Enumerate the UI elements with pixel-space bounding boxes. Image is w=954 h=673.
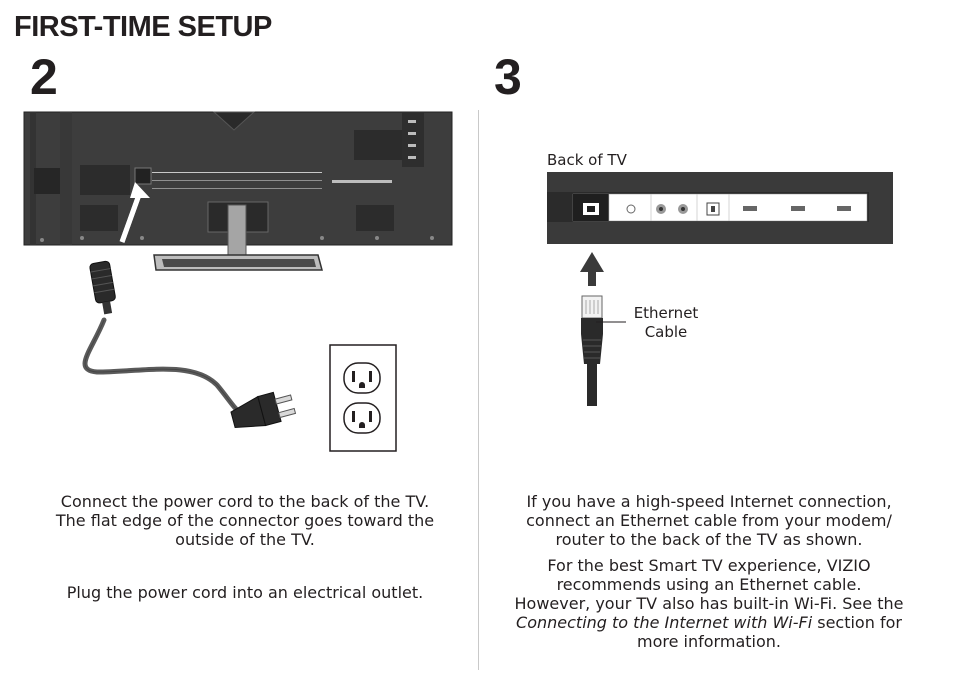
step3-line1: If you have a high-speed Internet connec… xyxy=(526,492,892,511)
tv-back-power-illustration xyxy=(23,111,453,452)
ethernet-label-line1: Ethernet xyxy=(633,304,699,322)
step3-para2-line1: For the best Smart TV experience, VIZIO xyxy=(547,556,871,575)
step3-para2-line3: However, your TV also has built-in Wi-Fi… xyxy=(514,594,904,613)
ethernet-cable-illustration xyxy=(580,252,626,406)
ethernet-cable-label: Ethernet Cable xyxy=(630,304,702,342)
page-title: FIRST-TIME SETUP xyxy=(14,11,272,43)
tv-back-ports-illustration xyxy=(547,172,893,244)
step2-line1: Connect the power cord to the back of th… xyxy=(60,492,430,511)
wifi-section-reference: Connecting to the Internet with Wi-Fi xyxy=(516,613,813,632)
step-3-instructions: If you have a high-speed Internet connec… xyxy=(486,492,932,549)
step3-para2-tail: section for xyxy=(812,613,902,632)
step-2-instructions: Connect the power cord to the back of th… xyxy=(22,492,468,549)
step3-para2-line5: more information. xyxy=(637,632,781,651)
back-of-tv-label: Back of TV xyxy=(547,151,627,169)
step3-para2-line2: recommends using an Ethernet cable. xyxy=(556,575,862,594)
step2-plug-instruction: Plug the power cord into an electrical o… xyxy=(66,583,424,602)
step3-line2: connect an Ethernet cable from your mode… xyxy=(526,511,892,530)
step-3-wifi-note: For the best Smart TV experience, VIZIO … xyxy=(486,556,932,651)
step2-line2: The flat edge of the connector goes towa… xyxy=(55,511,435,530)
step-3-number: 3 xyxy=(494,49,522,105)
step3-para2-line4: Connecting to the Internet with Wi-Fi se… xyxy=(486,613,932,632)
ethernet-label-line2: Cable xyxy=(644,323,688,341)
column-divider xyxy=(478,110,479,670)
step-2-number: 2 xyxy=(30,49,58,105)
step2-line3: outside of the TV. xyxy=(175,530,315,549)
step3-line3: router to the back of the TV as shown. xyxy=(555,530,863,549)
